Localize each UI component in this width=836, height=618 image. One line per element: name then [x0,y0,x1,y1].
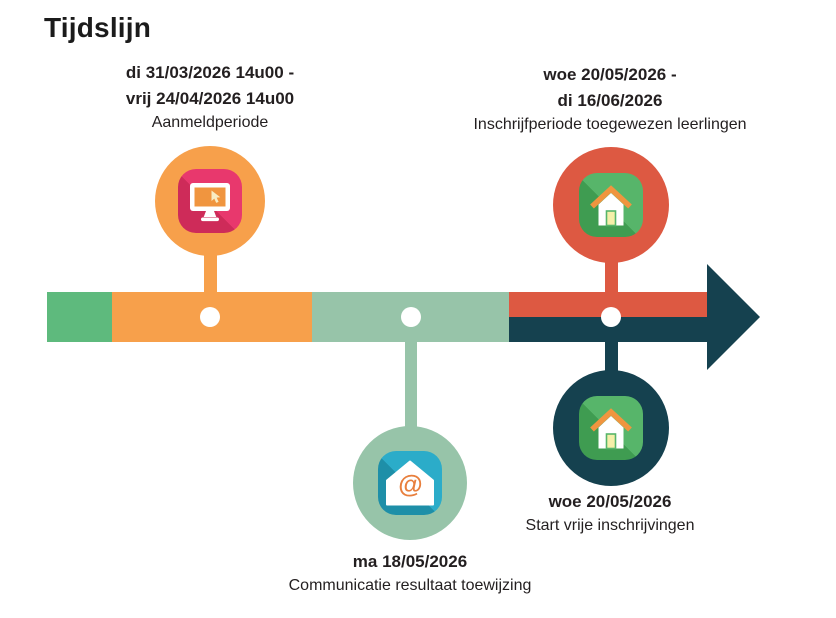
connector-stem-aanmeldperiode [204,248,217,294]
timeline-dot-communicatie [401,307,421,327]
connector-stem-inschrijfperiode [605,258,618,294]
milestone-label: Aanmeldperiode [151,114,269,131]
milestone-date-line: ma 18/05/2026 [352,552,468,571]
connector-stem-vrije-inschrijvingen [605,340,618,376]
timeline-arrowhead-icon [707,264,760,370]
milestone-date-line: woe 20/05/2026 [548,492,672,511]
milestone-label: Start vrije inschrijvingen [525,517,695,534]
timeline-segment-green [47,292,112,342]
house-icon [579,173,643,237]
timeline-dot-inschrijf-vrij [601,307,621,327]
mail-at-icon-svg: @ [386,460,434,506]
at-symbol: @ [398,471,422,499]
house-icon-svg [590,408,632,450]
milestone-date-line: di 31/03/2026 14u00 - [125,63,295,82]
house-icon-svg [590,185,632,227]
milestone-label: Inschrijfperiode toegewezen leerlingen [473,116,747,133]
monitor-click-icon-svg [190,183,230,222]
milestone-text-communicatie: ma 18/05/2026 Communicatie resultaat toe… [235,549,585,597]
monitor-click-icon [178,169,242,233]
milestone-date-line: woe 20/05/2026 - [543,65,677,84]
mail-at-icon: @ [378,451,442,515]
milestone-text-inschrijfperiode: woe 20/05/2026 - di 16/06/2026 Inschrijf… [435,62,785,136]
milestone-label: Communicatie resultaat toewijzing [288,577,532,594]
house-icon [579,396,643,460]
page-title: Tijdslijn [44,12,152,43]
timeline-dot-aanmeldperiode [200,307,220,327]
connector-stem-communicatie [405,340,417,430]
milestone-date-line: vrij 24/04/2026 14u00 [125,89,295,108]
milestone-date-line: di 16/06/2026 [557,91,663,110]
milestone-text-aanmeldperiode: di 31/03/2026 14u00 - vrij 24/04/2026 14… [35,60,385,134]
milestone-text-vrije-inschrijvingen: woe 20/05/2026 Start vrije inschrijvinge… [435,489,785,537]
